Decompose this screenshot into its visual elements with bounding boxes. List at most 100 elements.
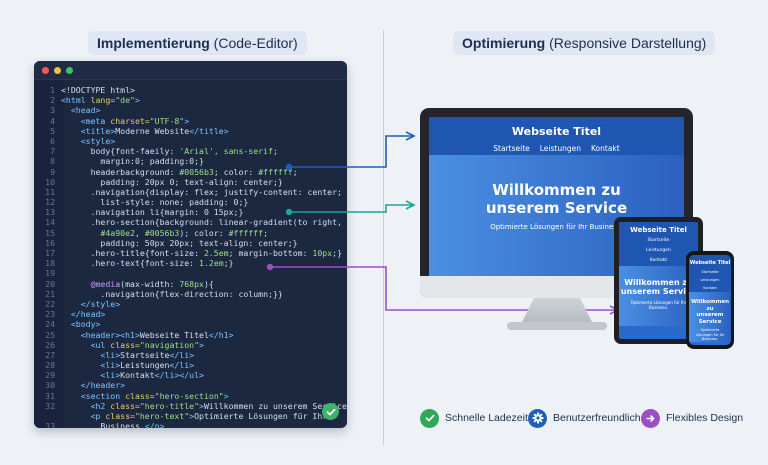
code-token: </li> bbox=[169, 349, 195, 360]
code-line: 14 .hero-section{background: linear-grad… bbox=[34, 217, 347, 227]
code-token: > bbox=[189, 411, 195, 421]
code-editor[interactable]: 1<!DOCTYPE html>2<html lang="de">3 <head… bbox=[34, 61, 347, 428]
code-line: 25 <header><h1>Webseite Titel</h1> bbox=[34, 330, 347, 340]
code-token: 10px bbox=[312, 248, 333, 258]
code-token: class= bbox=[110, 339, 140, 350]
line-number: 1 bbox=[50, 85, 55, 95]
code-line: 4 <meta charset="UTF-8"> bbox=[34, 116, 347, 126]
desktop-nav-startseite[interactable]: Startseite bbox=[493, 144, 530, 153]
code-token: .navigation li{margin: 0 15px;} bbox=[61, 207, 244, 218]
phone-hero-text: Optimierte Lösungen für Ihr Business. bbox=[695, 328, 725, 341]
code-token: "hero-text" bbox=[134, 411, 190, 421]
code-token: .navigation{display: flex; justify-conte… bbox=[61, 186, 342, 197]
line-number: 10 bbox=[45, 176, 55, 187]
code-token: #ffffff bbox=[258, 166, 293, 177]
line-number: 24 bbox=[45, 319, 55, 330]
check-icon bbox=[420, 408, 439, 428]
line-number: 32 bbox=[45, 400, 55, 411]
legend-flexible: Flexibles Design bbox=[641, 408, 743, 428]
code-token: (max-width: bbox=[120, 278, 180, 289]
code-token: .hero-text{font-size: bbox=[61, 258, 200, 269]
check-icon bbox=[322, 403, 339, 420]
code-token: lang= bbox=[90, 95, 116, 106]
code-line: <p class="hero-text">Optimierte Lösungen… bbox=[34, 411, 347, 421]
desktop-nav-leistungen[interactable]: Leistungen bbox=[539, 144, 581, 153]
phone-nav-startseite[interactable]: Startseite bbox=[701, 270, 719, 274]
tablet-site-header: Webseite Titel Startseite Leistungen Kon… bbox=[619, 222, 698, 266]
desktop-hero-text: Optimierte Lösungen für Ihr Business. bbox=[490, 223, 623, 231]
code-token: > bbox=[184, 115, 190, 126]
code-line: 24 <body> bbox=[34, 319, 347, 329]
code-token: Business. bbox=[61, 421, 145, 428]
tablet-nav-leistungen[interactable]: Leistungen bbox=[646, 248, 671, 253]
phone-nav-leistungen[interactable]: Leistungen bbox=[700, 278, 720, 282]
code-area[interactable]: 1<!DOCTYPE html>2<html lang="de">3 <head… bbox=[34, 85, 347, 428]
line-number: 2 bbox=[50, 95, 55, 106]
phone-nav-kontakt[interactable]: Kontakt bbox=[703, 286, 717, 290]
code-token: > bbox=[134, 95, 140, 106]
phone-hero-title-1: Willkommen zu bbox=[690, 299, 730, 312]
code-line: 30 </header> bbox=[34, 380, 347, 390]
code-line: 6 <style> bbox=[34, 136, 347, 146]
tablet-nav-startseite[interactable]: Startseite bbox=[647, 238, 670, 243]
phone-device: Webseite Titel Startseite Leistungen Kon… bbox=[686, 251, 734, 349]
line-number: 23 bbox=[45, 309, 55, 320]
code-line: 20 @media(max-width: 768px){ bbox=[34, 279, 347, 289]
desktop-hero-title-1: Willkommen zu bbox=[492, 181, 621, 199]
code-token: .navigation{flex-direction: column;}} bbox=[61, 288, 283, 299]
line-number: 28 bbox=[45, 360, 55, 371]
code-token: class= bbox=[110, 400, 140, 411]
code-line: 18 .hero-text{font-size: 1.2em;} bbox=[34, 258, 347, 268]
code-token: </head> bbox=[61, 309, 106, 320]
code-line: 19 bbox=[34, 268, 347, 278]
code-line: 3 <head> bbox=[34, 105, 347, 115]
code-token: <body> bbox=[61, 319, 101, 330]
code-token: <meta bbox=[61, 115, 111, 126]
code-token: Leistungen bbox=[120, 360, 170, 371]
maximize-dot[interactable] bbox=[66, 66, 73, 74]
minimize-dot[interactable] bbox=[54, 66, 61, 74]
phone-site-header: Webseite Titel Startseite Leistungen Kon… bbox=[689, 255, 731, 292]
code-token: charset= bbox=[110, 115, 150, 126]
code-token: > bbox=[223, 390, 229, 401]
line-number: 31 bbox=[45, 390, 55, 401]
code-token: <html bbox=[61, 95, 91, 106]
line-number: 14 bbox=[45, 217, 55, 228]
code-line: 15 #4a90e2, #0056b3); color: #ffffff; bbox=[34, 228, 347, 238]
code-line: 16 padding: 50px 20px; text-align: cente… bbox=[34, 238, 347, 248]
code-token: <section bbox=[61, 390, 126, 401]
code-token: </style> bbox=[61, 298, 121, 309]
line-number: 9 bbox=[50, 166, 55, 177]
line-number: 4 bbox=[50, 115, 55, 126]
line-number: 13 bbox=[45, 207, 55, 218]
monitor-base bbox=[507, 322, 607, 330]
code-line: 10 padding: 20px 0; text-align: center;} bbox=[34, 177, 347, 187]
section-divider bbox=[383, 30, 384, 445]
code-token: <title> bbox=[61, 125, 116, 136]
code-token: ; bbox=[272, 146, 278, 157]
arrow-right-icon bbox=[641, 408, 660, 428]
line-number: 26 bbox=[45, 339, 55, 350]
phone-hero: Willkommen zu unserem Service Optimierte… bbox=[689, 292, 731, 342]
code-line: 32 <h2 class="hero-title">Willkommen zu … bbox=[34, 401, 347, 411]
code-line: 2<html lang="de"> bbox=[34, 95, 347, 105]
right-heading-bold: Optimierung bbox=[462, 35, 546, 51]
code-token: #0056b3 bbox=[144, 227, 180, 238]
code-token: "hero-section" bbox=[154, 390, 224, 401]
close-dot[interactable] bbox=[42, 66, 49, 74]
code-token: ;} bbox=[332, 248, 342, 258]
code-token: <!DOCTYPE html> bbox=[61, 85, 135, 95]
code-line: 28 <li>Leistungen</li> bbox=[34, 360, 347, 370]
code-token: Optimierte Lösungen für Ihr bbox=[194, 411, 328, 421]
code-token: <head> bbox=[61, 105, 101, 116]
tablet-nav-kontakt[interactable]: Kontakt bbox=[649, 258, 668, 263]
code-token: <p bbox=[61, 411, 106, 421]
code-token: "UTF-8" bbox=[149, 115, 185, 126]
right-heading: Optimierung (Responsive Darstellung) bbox=[453, 31, 716, 55]
code-token: #0056b3 bbox=[179, 166, 214, 177]
code-token: > bbox=[199, 400, 204, 411]
code-line: 12 list-style: none; padding: 0;} bbox=[34, 197, 347, 207]
desktop-nav-kontakt[interactable]: Kontakt bbox=[591, 144, 620, 153]
code-line: 8 margin:0; padding:0;} bbox=[34, 156, 347, 166]
code-token: ; margin-bottom: bbox=[228, 248, 313, 258]
